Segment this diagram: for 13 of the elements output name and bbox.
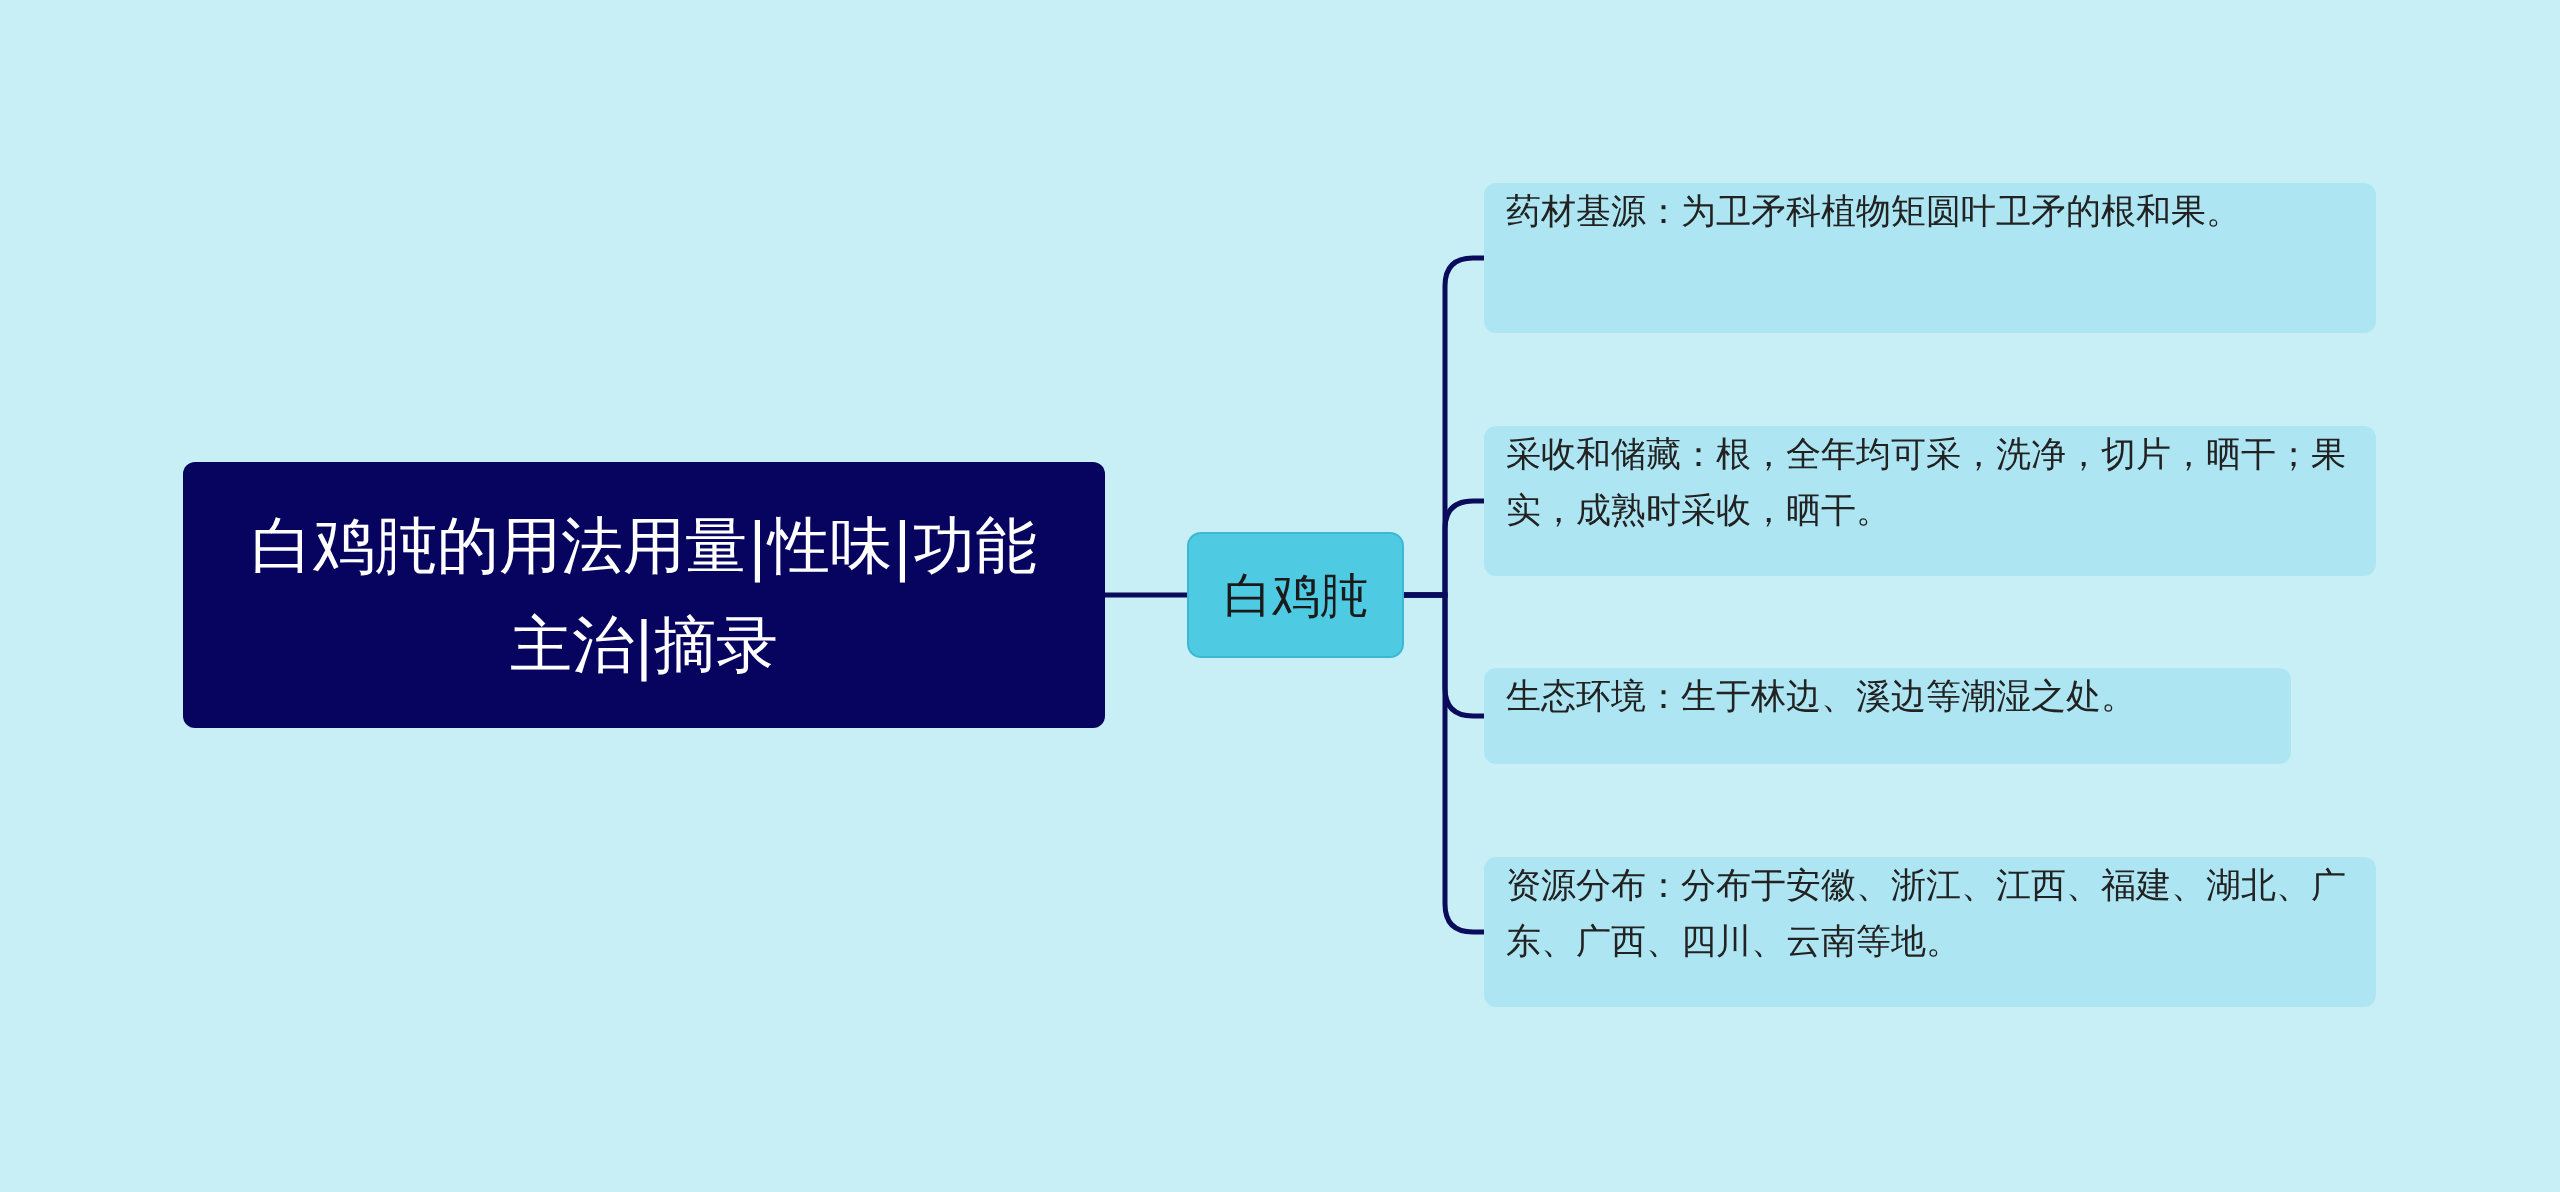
topic-text: 采收和储藏：根，全年均可采，洗净，切片，晒干；果实，成熟时采收，晒干。 [1506, 433, 2347, 532]
main-topic-box [1187, 532, 1404, 658]
subtopic-box [1484, 183, 2376, 333]
root-topic-box [183, 462, 1105, 728]
subtopic-box [1484, 857, 2376, 1007]
topic-text: 生态环境：生于林边、溪边等潮湿之处。 [1506, 675, 2137, 718]
topic-text: 资源分布：分布于安徽、浙江、江西、福建、湖北、广东、广西、四川、云南等地。 [1506, 864, 2347, 963]
subtopic-box [1484, 668, 2291, 764]
topic-text: 药材基源：为卫矛科植物矩圆叶卫矛的根和果。 [1506, 190, 2242, 233]
topic-text: 白鸡肫 [1223, 565, 1368, 625]
topic-text: 白鸡肫的用法用量|性味|功能主治|摘录 [250, 507, 1038, 684]
connector-line [1105, 592, 1187, 598]
subtopic-box [1484, 426, 2376, 576]
